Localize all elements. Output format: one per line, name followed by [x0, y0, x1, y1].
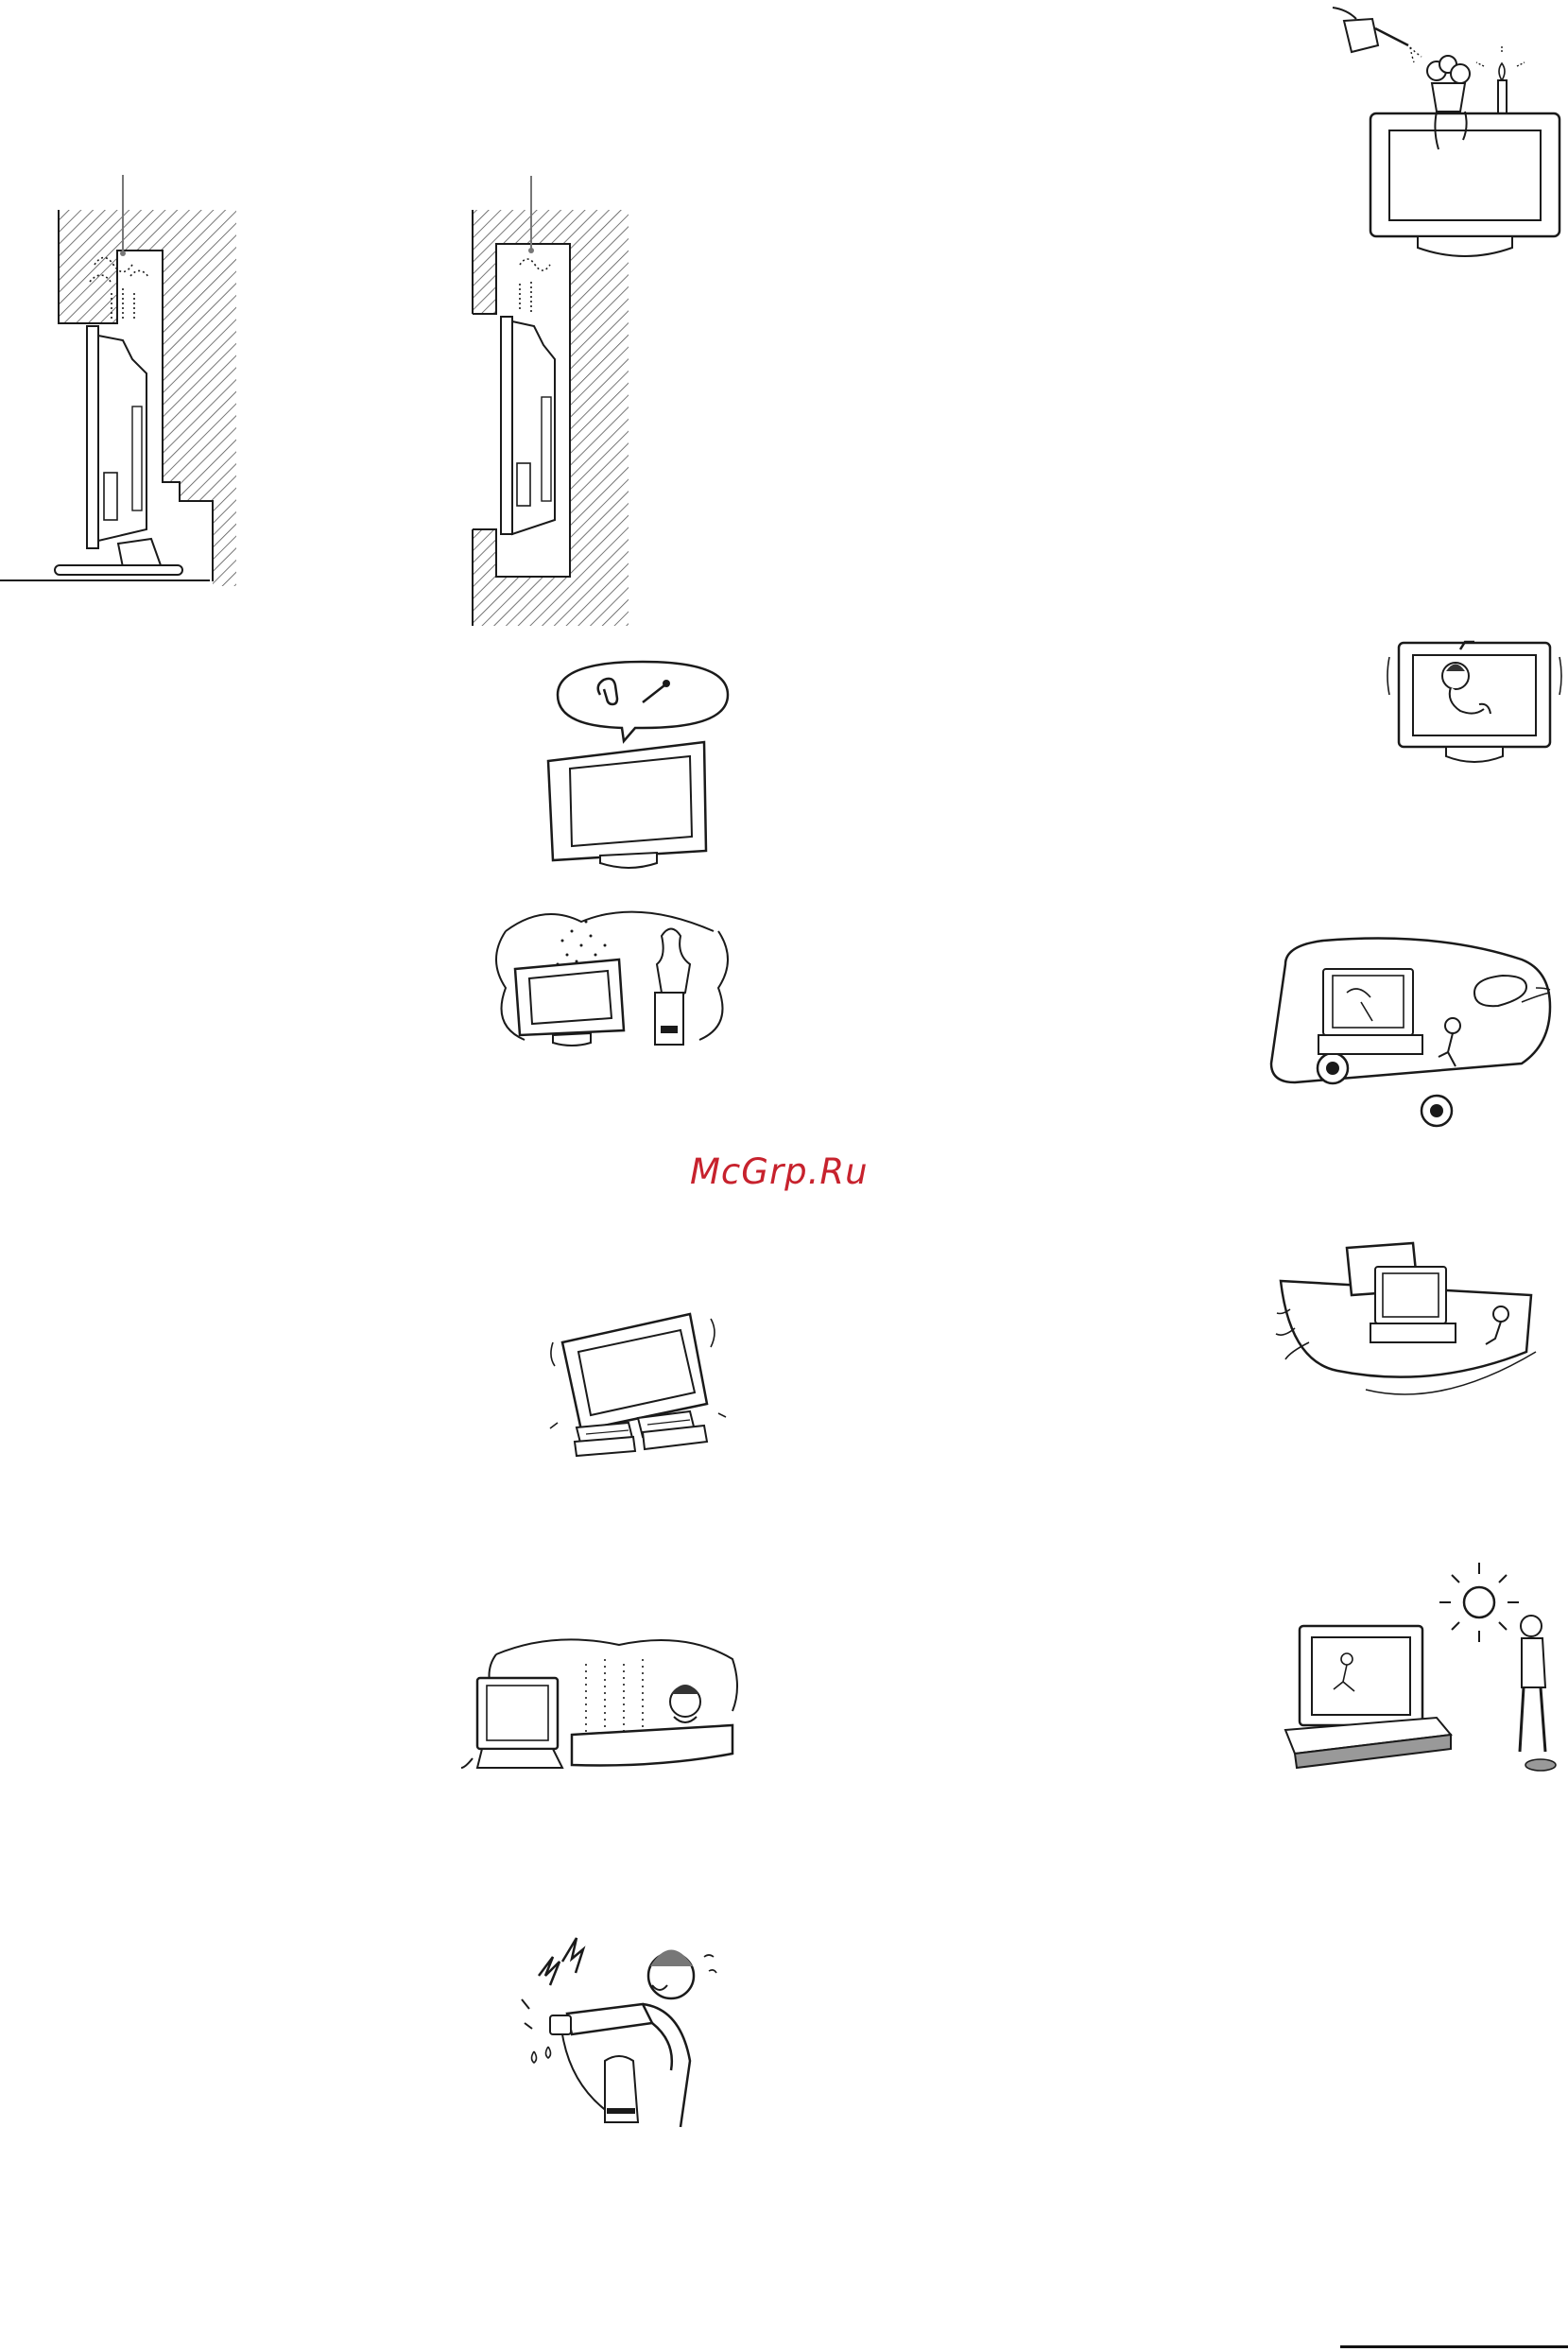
wall-mount-side-view-illustration [468, 170, 638, 629]
child-hanging-on-tv-illustration [1385, 629, 1564, 770]
paperclip-pin-warning-icon [543, 657, 732, 870]
tv-in-direct-sunlight-illustration [1276, 1555, 1568, 1777]
unstable-stand-warning-icon [548, 1300, 732, 1465]
wall-install-side-view-illustration [0, 170, 246, 586]
tv-on-boat-illustration [1271, 1229, 1555, 1437]
tv-in-humid-bathroom-illustration [458, 1635, 742, 1773]
unstable-surface-illustration [548, 1300, 732, 1465]
tv-on-stand-wall-clearance-icon [0, 170, 246, 586]
watermark: McGrp.Ru [690, 1151, 869, 1192]
oily-smoke-near-tv-illustration [487, 903, 732, 1054]
bathroom-humidity-warning-icon [458, 1635, 742, 1773]
foreign-objects-in-tv-illustration [543, 657, 732, 870]
child-climbing-tv-warning-icon [1385, 629, 1564, 770]
tv-in-vehicle-illustration [1266, 936, 1559, 1125]
wet-hands-power-plug-illustration [510, 1928, 737, 2127]
watering-can-candle-warning-icon [1323, 0, 1568, 279]
page-footer-rule [1340, 2345, 1568, 2348]
direct-sunlight-warning-icon [1276, 1555, 1568, 1777]
electric-shock-warning-icon [510, 1928, 737, 2127]
boat-installation-warning-icon [1271, 1229, 1555, 1437]
vehicle-installation-warning-icon [1266, 936, 1559, 1125]
cooking-smoke-warning-icon [487, 903, 732, 1054]
water-and-candle-on-tv-illustration [1323, 0, 1568, 279]
tv-wall-mounted-clearance-icon [468, 170, 638, 629]
